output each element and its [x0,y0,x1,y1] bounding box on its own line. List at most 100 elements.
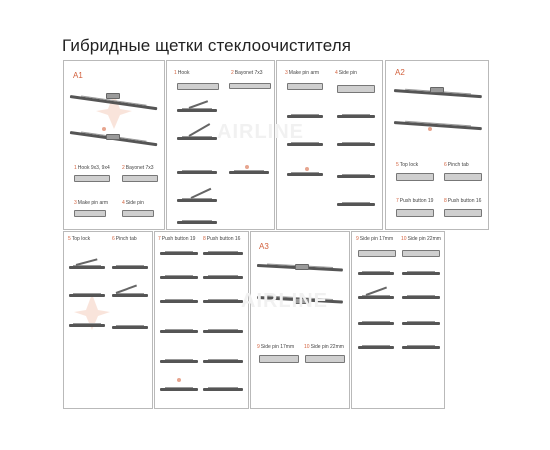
wiper-arm [188,123,211,137]
wiper-blade [160,251,198,255]
wiper-blade [112,325,148,329]
highlight-dot [428,127,432,131]
wiper-blade [337,142,375,146]
label-side-pin-22mm: 10Side pin 22mm [401,236,441,242]
adapter-clip [430,87,444,93]
wiper-blade [203,251,243,255]
adapter-clip [106,134,120,140]
adapter-push-19 [396,209,434,217]
wiper-blade [393,121,482,131]
wiper-blade [69,265,105,269]
highlight-dot [305,167,309,171]
wiper-blade [203,387,243,391]
label-top-lock: 5Top lock [68,236,91,242]
adapter-make-pin [74,210,106,217]
wiper-blade [69,323,105,327]
label-push-button-16: 8Push button 16 [444,198,482,204]
label-bayonet: 2Bayonet 7x3 [122,165,154,171]
brand-logo-watermark [72,292,112,332]
adapter-bayonet [122,175,158,182]
wiper-blade [337,202,375,206]
arm-make-pin [287,83,323,90]
highlight-dot [102,127,106,131]
wiper-blade [177,198,217,202]
label-bayonet: 2Bayonet 7x3 [231,70,263,76]
label-push-button-16: 8Push button 16 [203,236,241,242]
arm-bayonet [229,83,271,89]
label-pinch-tab: 6Pinch tab [112,236,137,242]
wiper-blade [203,329,243,333]
wiper-blade [287,114,323,118]
wiper-blade [160,359,198,363]
highlight-dot [177,378,181,382]
label-push-button-19: 7Push button 19 [396,198,434,204]
wiper-blade [337,174,375,178]
section-label-a1: A1 [73,71,83,80]
wiper-blade [402,295,440,299]
wiper-blade [160,275,198,279]
arm-side-pin [337,85,375,93]
wiper-blade [177,108,217,112]
wiper-blade [112,293,148,297]
adapter-side-22 [305,355,345,363]
panel-a3: A3 AIRLINE 9Side pin 17mm 10Side pin 22m… [241,231,350,409]
label-side-pin-17mm: 9Side pin 17mm [257,344,295,350]
arm-hook [177,83,219,90]
panel-top-lock-pinch-tab: 5Top lock 6Pinch tab [63,231,153,409]
wiper-blade [402,345,440,349]
wiper-blade [203,359,243,363]
wiper-blade [358,345,394,349]
label-push-button-19: 7Push button 19 [158,236,196,242]
wiper-blade [112,265,148,269]
brand-logo-watermark [94,91,134,131]
label-top-lock: 5Top lock [396,162,419,168]
label-side-pin-22mm: 10Side pin 22mm [304,344,344,350]
adapter-push-16 [444,209,482,217]
wiper-blade [69,293,105,297]
label-make-pin-arm: 3Make pin arm [74,200,109,206]
adapter-side-pin [122,210,154,217]
section-label-a3: A3 [259,242,269,251]
wiper-blade [160,387,198,391]
wiper-blade [160,299,198,303]
panel-a2: A2 5Top lock 6Pinch tab 7Push button 19 … [385,60,489,230]
panel-hook-bayonet: 1Hook 2Bayonet 7x3 [166,60,275,230]
page-title: Гибридные щетки стеклоочистителя [62,36,352,55]
label-make-pin-arm: 3Make pin arm [285,70,320,76]
adapter-clip [295,298,309,304]
wiper-blade [203,299,243,303]
label-side-pin-17mm: 9Side pin 17mm [356,236,394,242]
panel-push-buttons: 7Push button 19 8Push button 16 [154,231,249,409]
wiper-blade [337,114,375,118]
section-label-a2: A2 [395,68,405,77]
label-pinch-tab: 6Pinch tab [444,162,469,168]
watermark-text: AIRLINE [241,290,328,312]
adapter-clip [295,264,309,270]
wiper-blade [402,271,440,275]
adapter-side-17 [259,355,299,363]
adapter-pinch-tab [444,173,482,181]
wiper-blade [402,321,440,325]
wiper-blade [177,170,217,174]
adapter-hook [74,175,110,182]
label-side-pin: 4Side pin [335,70,357,76]
panel-side-pins: 9Side pin 17mm 10Side pin 22mm [351,231,445,409]
label-side-pin: 4Side pin [122,200,144,206]
adapter-clip [106,93,120,99]
panel-a1: A1 1Hook 9x3, 9x4 2Bayonet 7x3 3Make pin… [63,60,165,230]
arm-side-17 [358,250,396,257]
wiper-blade [358,321,394,325]
arm-side-22 [402,250,440,257]
wiper-blade [287,172,323,176]
adapter-top-lock [396,173,434,181]
label-hook: 1Hook [174,70,190,76]
wiper-blade [177,136,217,140]
panel-make-pin-side-pin: 3Make pin arm 4Side pin AIRLINE [217,60,383,230]
wiper-blade [177,220,217,224]
wiper-blade [287,142,323,146]
wiper-blade [229,170,269,174]
wiper-blade [203,275,243,279]
wiper-blade [358,295,394,299]
label-hook: 1Hook 9x3, 9x4 [74,165,110,171]
wiper-blade [358,271,394,275]
